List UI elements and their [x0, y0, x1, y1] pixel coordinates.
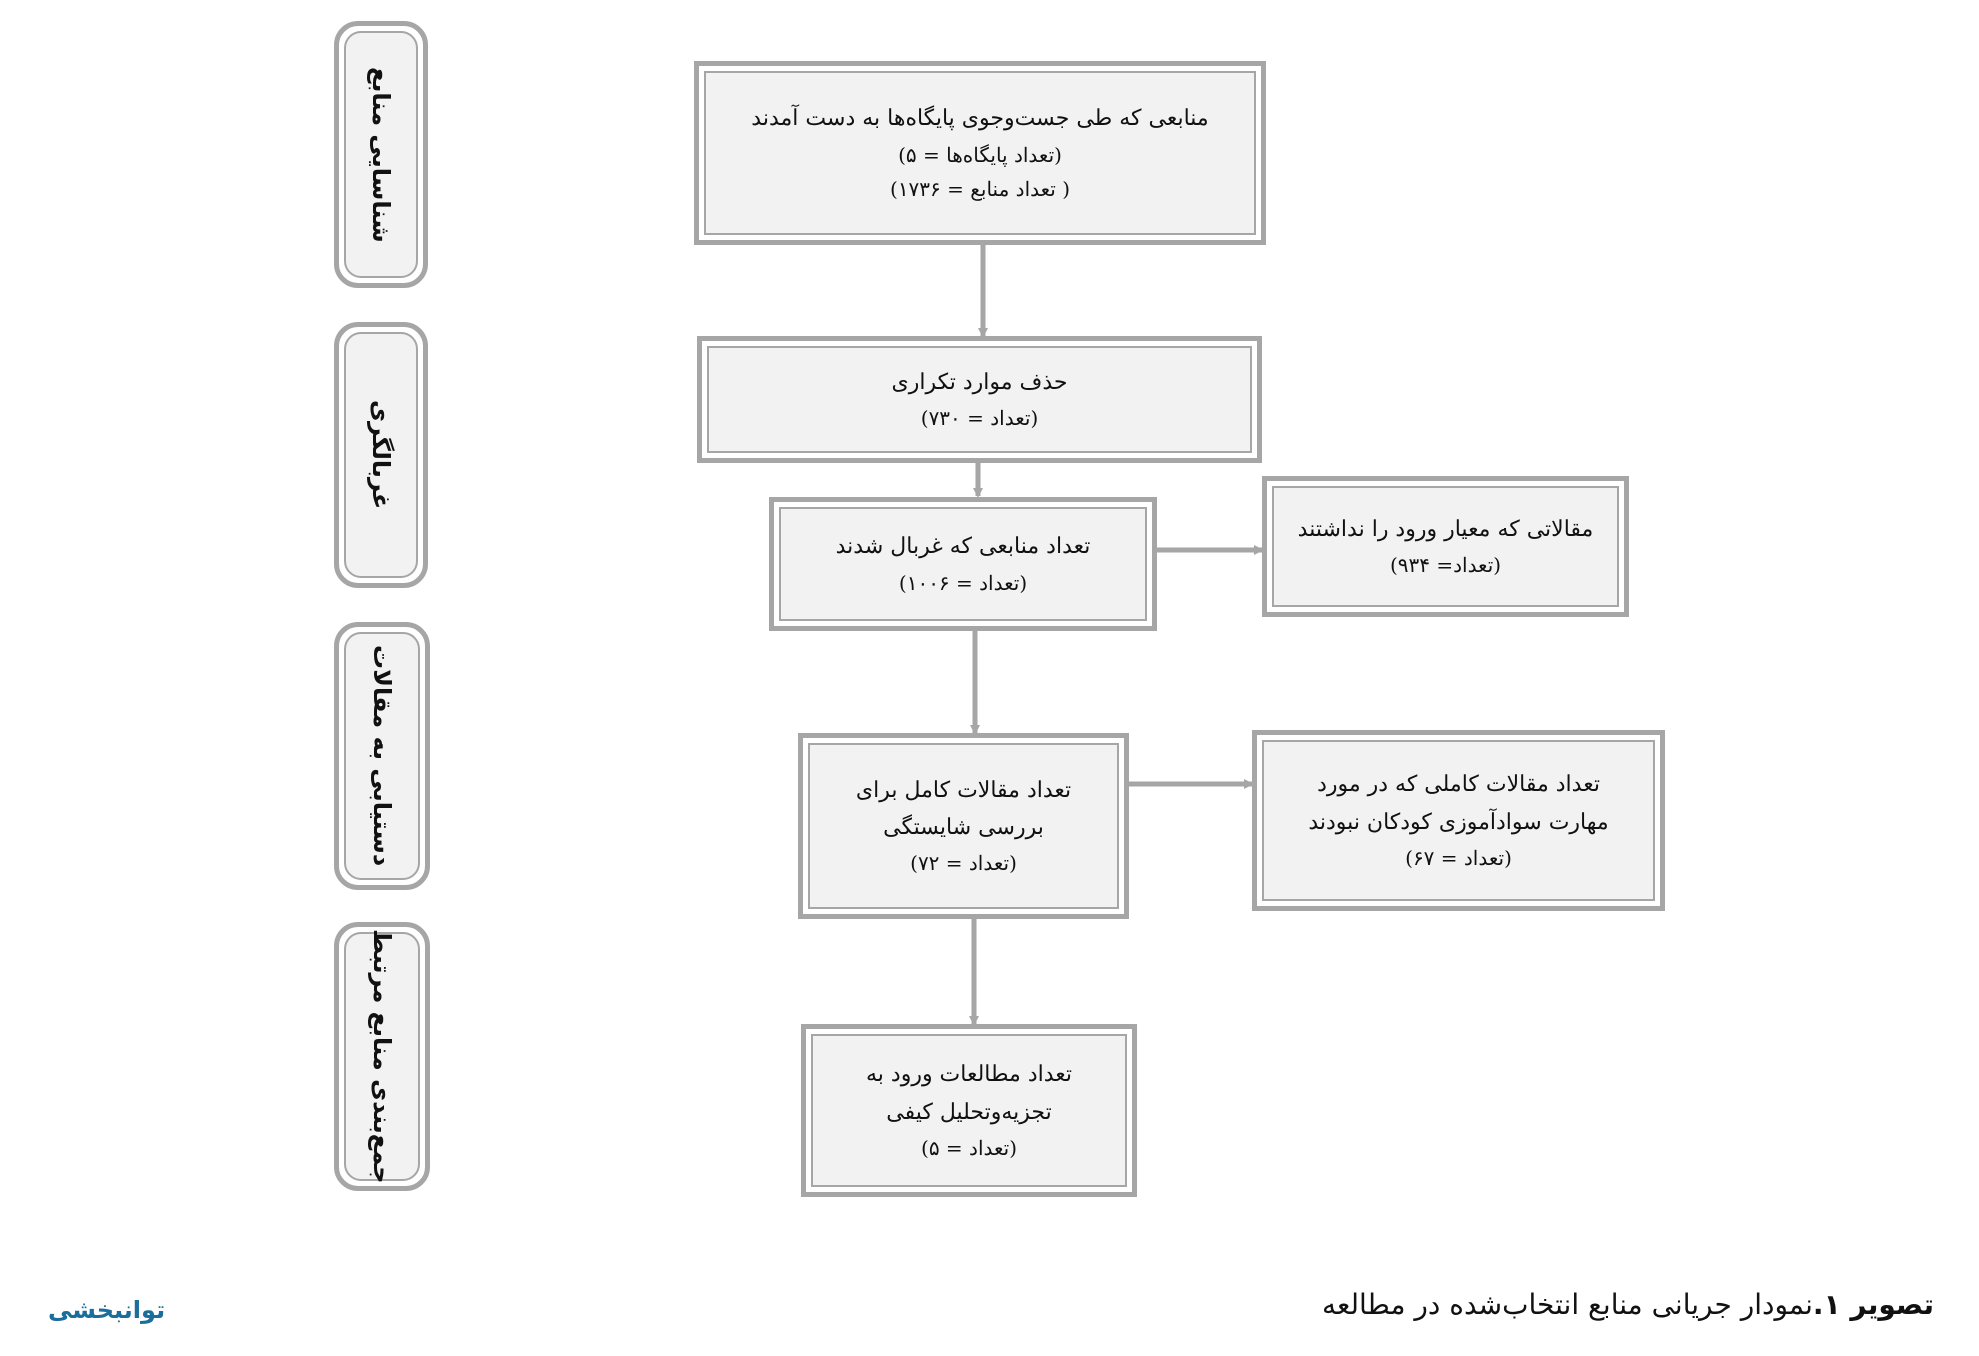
box-text: منابعی که طی جست‌وجوی پایگاه‌ها به دست آ… [751, 106, 1209, 132]
box-excluded-criteria: مقالاتی که معیار ورود را نداشتند (تعداد=… [1262, 476, 1629, 617]
phase-eligibility: دستیابی به مقالات [334, 622, 430, 890]
phase-label: شناسایی منابع [367, 66, 395, 243]
box-text: حذف موارد تکراری [891, 369, 1068, 395]
box-count: (تعداد = ۵) [921, 1135, 1018, 1160]
box-identified: منابعی که طی جست‌وجوی پایگاه‌ها به دست آ… [694, 61, 1266, 245]
caption-label: تصویر ۱. [1812, 1288, 1934, 1321]
box-text: بررسی شایستگی [883, 815, 1044, 840]
phase-screening: غربالگری [334, 322, 428, 588]
box-count: (تعداد= ۹۳۴) [1389, 553, 1502, 578]
box-text: تعداد مقالات کامل برای [855, 777, 1072, 803]
box-count: (تعداد پایگاه‌ها = ۵) [898, 142, 1062, 167]
box-count: (تعداد = ۷۲) [910, 851, 1017, 876]
box-excluded-topic: تعداد مقالات کاملی که در مورد مهارت سواد… [1252, 730, 1665, 911]
box-text: مهارت سوادآموزی کودکان نبودند [1308, 809, 1609, 835]
box-text: تعداد مطالعات ورود به [865, 1062, 1073, 1088]
phase-label: غربالگری [367, 400, 395, 510]
box-text: مقالاتی که معیار ورود را نداشتند [1297, 516, 1594, 542]
box-duplicates: حذف موارد تکراری (تعداد = ۷۳۰) [697, 336, 1262, 463]
box-count: (تعداد = ۷۳۰) [920, 406, 1039, 431]
figure-caption: تصویر ۱.نمودار جریانی منابع انتخاب‌شده د… [1322, 1288, 1934, 1321]
box-text: تجزیه‌وتحلیل کیفی [886, 1099, 1052, 1125]
phase-identification: شناسایی منابع [334, 21, 428, 288]
phase-label: جمع‌بندی منابع مرتبط [368, 929, 396, 1184]
phase-included: جمع‌بندی منابع مرتبط [334, 922, 430, 1191]
box-count: (تعداد = ۶۷) [1405, 845, 1512, 870]
box-fulltext: تعداد مقالات کامل برای بررسی شایستگی (تع… [798, 733, 1129, 919]
box-included: تعداد مطالعات ورود به تجزیه‌وتحلیل کیفی … [801, 1024, 1137, 1197]
phase-label: دستیابی به مقالات [368, 645, 396, 867]
caption-text: نمودار جریانی منابع انتخاب‌شده در مطالعه [1321, 1288, 1813, 1321]
box-text: تعداد منابعی که غربال شدند [835, 534, 1091, 560]
box-count: ( تعداد منابع = ۱۷۳۶) [890, 176, 1070, 201]
box-screened: تعداد منابعی که غربال شدند (تعداد = ۱۰۰۶… [769, 497, 1157, 631]
box-count: (تعداد = ۱۰۰۶) [898, 570, 1028, 595]
journal-logo: توانبخشی [48, 1296, 166, 1324]
box-text: تعداد مقالات کاملی که در مورد [1317, 772, 1600, 798]
